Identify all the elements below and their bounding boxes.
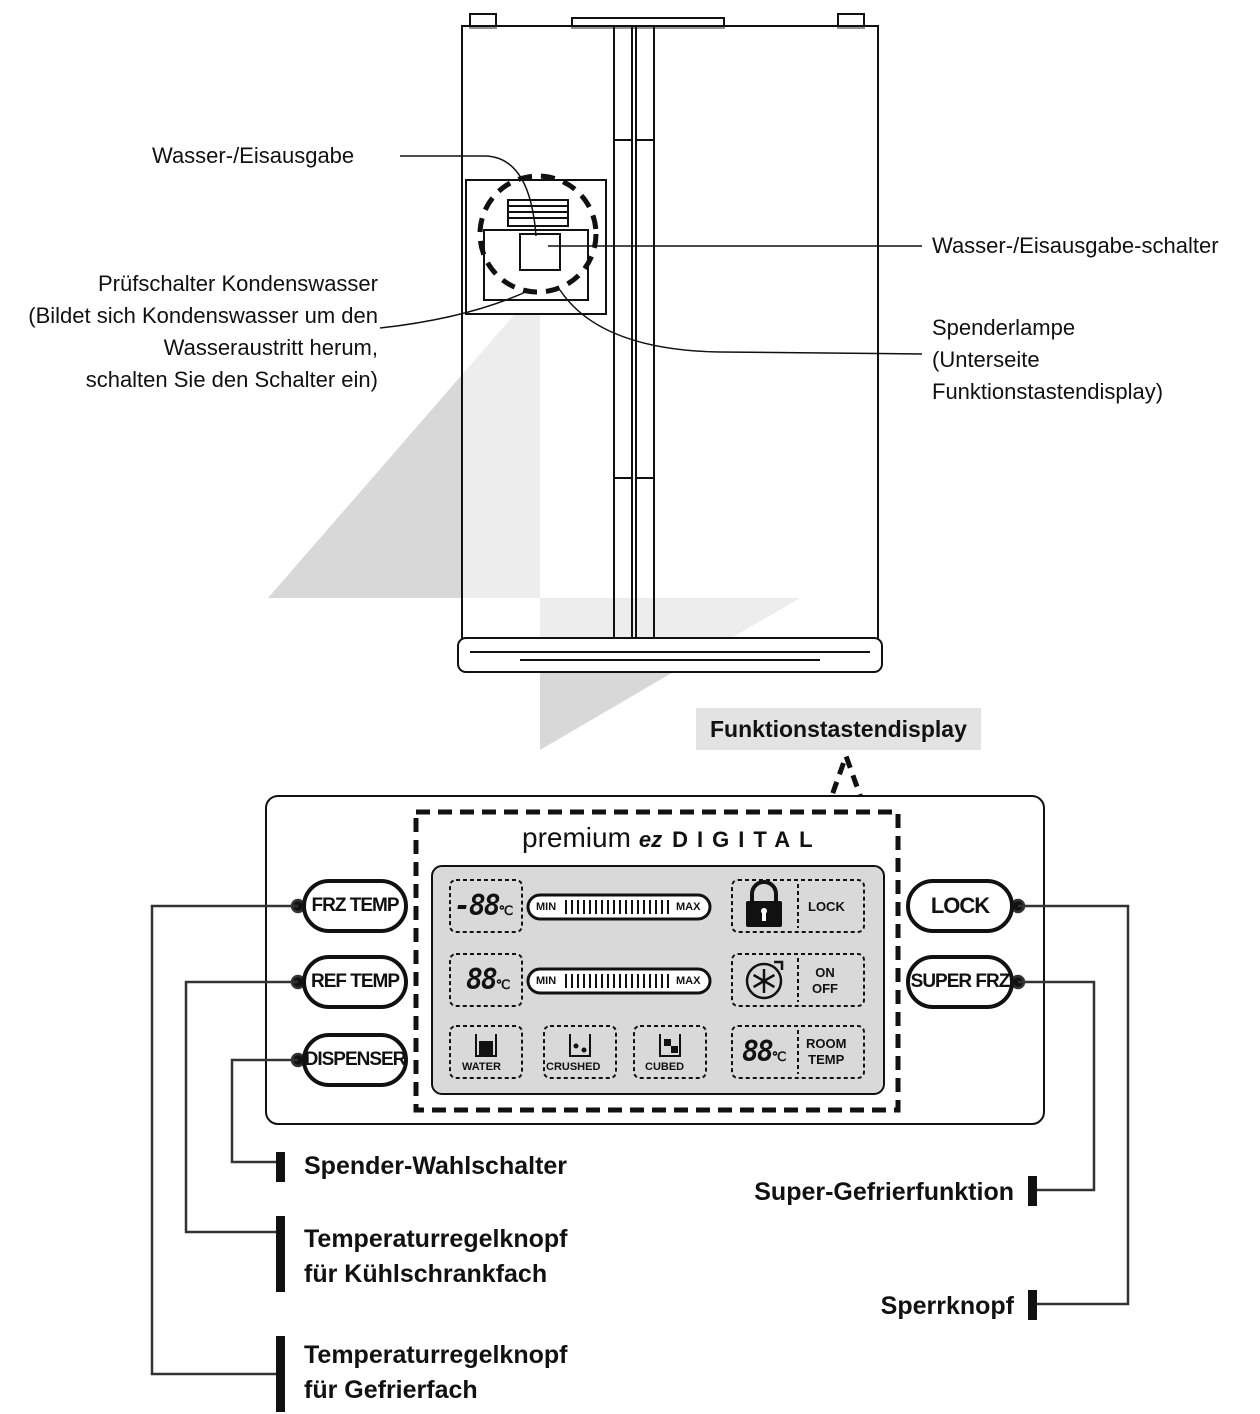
label-dispenser-lamp: Spenderlampe (Unterseite Funktionstasten…: [932, 315, 1164, 404]
water-label: WATER: [462, 1061, 501, 1073]
brand-premium: premium: [522, 822, 631, 853]
lock-indicator-text: LOCK: [808, 899, 845, 914]
padlock-icon: [746, 880, 782, 927]
crushed-label: CRUSHED: [546, 1061, 601, 1073]
bar-graphs: [526, 893, 712, 995]
display-dashed-outline: [413, 809, 901, 1113]
bar-min-label: MIN: [536, 975, 557, 987]
frz-temp-button[interactable]: FRZ TEMP: [302, 879, 408, 933]
fridge-callout-lines: [379, 155, 923, 355]
bar-max-label: MAX: [676, 975, 701, 987]
ref-temp-button[interactable]: REF TEMP: [302, 955, 408, 1009]
brand-logo: premium ez DIGITAL: [522, 822, 822, 854]
refrigerator: [457, 13, 883, 673]
lcd-cells: [449, 879, 865, 1079]
function-display-tag: Funktionstastendisplay: [696, 708, 981, 750]
freezer-temp-readout: -88℃: [454, 889, 513, 922]
bar-min-label: MIN: [536, 901, 557, 913]
label-dispenser: Wasser-/Eisausgabe: [152, 143, 355, 168]
room-temp-readout: 88℃: [742, 1035, 786, 1068]
cubed-label: CUBED: [645, 1061, 685, 1073]
legend-lock-knob: Sperrknopf: [880, 1292, 1014, 1320]
fridge-temp-readout: 88℃: [466, 963, 510, 996]
dispenser-highlight: [477, 173, 599, 295]
brand-ez: ez: [638, 827, 663, 852]
legend-super-freeze: Super-Gefrierfunktion: [754, 1178, 1014, 1206]
lock-button[interactable]: LOCK: [906, 879, 1014, 933]
bar-ticks: [565, 900, 669, 988]
super-frz-button[interactable]: SUPER FRZ: [906, 955, 1014, 1009]
dispenser-button[interactable]: DISPENSER: [302, 1033, 408, 1087]
legend-markers: [276, 1152, 1037, 1412]
legend-dispenser-select: Spender-Wahlschalter: [304, 1152, 568, 1180]
crushed-ice-cup-icon: [569, 1034, 591, 1057]
label-condensate-switch: Prüfschalter Kondenswasser (Bildet sich …: [28, 271, 378, 392]
snowflake-icon: [745, 960, 784, 1000]
brand-digital: DIGITAL: [672, 827, 822, 852]
label-dispenser-switch: Wasser-/Eisausgabe-schalter: [932, 233, 1219, 258]
water-cup-icon: [475, 1034, 497, 1057]
cubed-ice-cup-icon: [659, 1034, 681, 1057]
bar-max-label: MAX: [676, 901, 701, 913]
